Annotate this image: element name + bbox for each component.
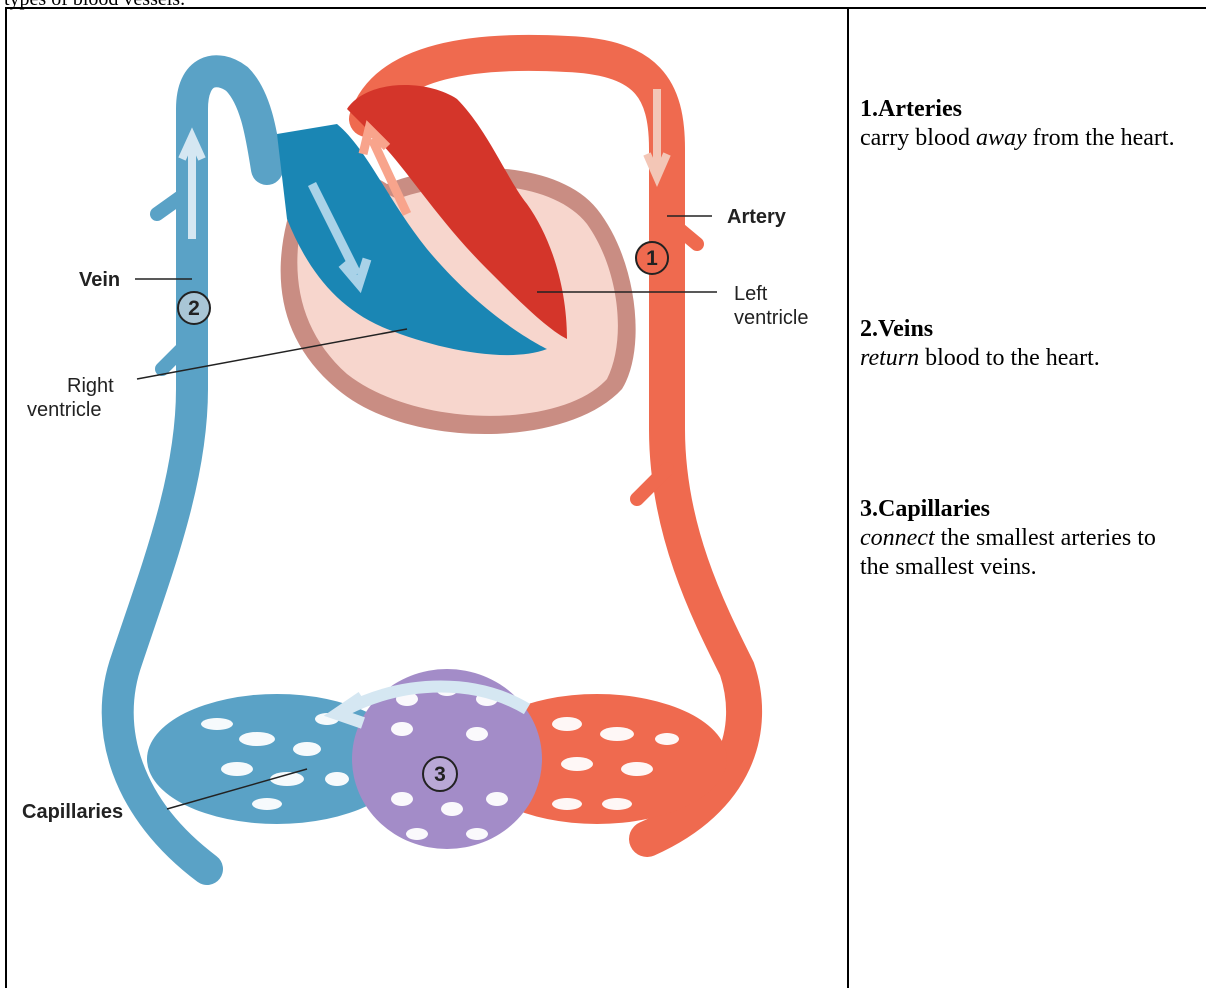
arteries-item: 1.Arteries carry blood away from the hea…	[860, 95, 1200, 153]
svg-text:1: 1	[646, 247, 658, 270]
marker-1: 1	[636, 242, 668, 274]
left-ventricle-label-2: ventricle	[734, 307, 808, 329]
definitions-panel: 1.Arteries carry blood away from the hea…	[860, 9, 1206, 988]
left-ventricle-label-1: Left	[734, 283, 768, 305]
right-ventricle-label-2: ventricle	[27, 399, 101, 421]
vein-label: Vein	[79, 269, 120, 291]
svg-text:3: 3	[434, 763, 446, 786]
capillaries-title: 3.Capillaries	[860, 495, 1160, 524]
capillaries-item: 3.Capillaries connect the smallest arter…	[860, 495, 1160, 582]
arteries-title: 1.Arteries	[860, 95, 1200, 124]
marker-2: 2	[178, 292, 210, 324]
marker-3: 3	[423, 757, 457, 791]
capillaries-definition: connect the smallest arteries to the sma…	[860, 524, 1160, 582]
capillaries-label: Capillaries	[22, 801, 123, 823]
svg-text:2: 2	[188, 297, 200, 320]
column-divider	[847, 7, 849, 988]
veins-title: 2.Veins	[860, 315, 1206, 344]
circulation-diagram: 1 2 3 Vein Artery Left ventricle Right v…	[7, 9, 847, 988]
arteries-definition: carry blood away from the heart.	[860, 124, 1200, 153]
circulation-figure: 1 2 3 Vein Artery Left ventricle Right v…	[7, 9, 847, 988]
veins-item: 2.Veins return blood to the heart.	[860, 315, 1206, 373]
right-ventricle-label-1: Right	[67, 375, 114, 397]
artery-label: Artery	[727, 206, 787, 228]
veins-definition: return blood to the heart.	[860, 344, 1206, 373]
